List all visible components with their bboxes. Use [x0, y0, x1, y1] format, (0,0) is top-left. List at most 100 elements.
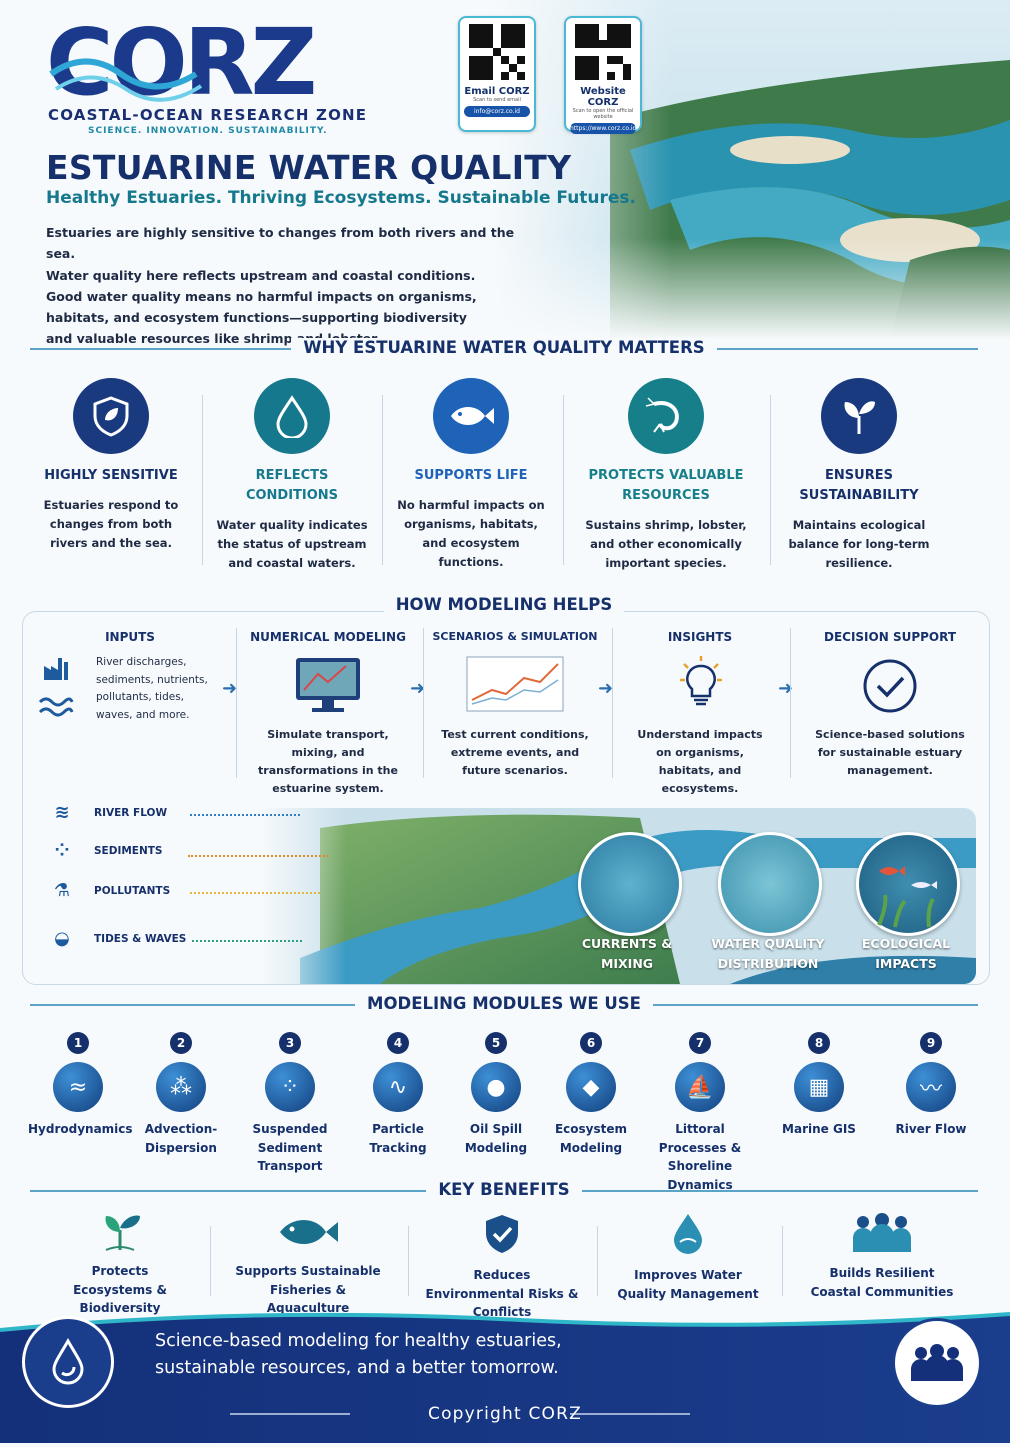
benefit-coastal-communities: Builds Resilient Coastal Communities — [806, 1212, 958, 1301]
why-title: HIGHLY SENSITIVE — [44, 468, 178, 483]
benefit-water-quality: Improves Water Quality Management — [616, 1212, 760, 1303]
helps-section-heading: HOW MODELING HELPS — [30, 595, 978, 615]
benefit-label: Protects Ecosystems & Biodiversity — [73, 1264, 167, 1315]
why-title: PROTECTS VALUABLE RESOURCES — [588, 468, 744, 503]
qr-code-icon — [469, 24, 525, 80]
benefit-label: Supports Sustainable Fisheries & Aquacul… — [235, 1264, 381, 1315]
module-littoral: 7 ⛵ Littoral Processes & Shoreline Dynam… — [640, 1032, 760, 1194]
module-number: 4 — [387, 1032, 409, 1054]
email-link[interactable]: info@corz.co.id — [464, 106, 530, 117]
shrimp-icon — [628, 378, 704, 454]
flask-icon: ⚗ — [53, 880, 71, 901]
module-label: Marine GIS — [782, 1122, 856, 1136]
module-label: Ecosystem Modeling — [554, 1122, 628, 1155]
legend-label: POLLUTANTS — [94, 884, 171, 897]
divider — [210, 1226, 211, 1296]
why-title: SUPPORTS LIFE — [414, 468, 528, 483]
why-title: REFLECTS CONDITIONS — [245, 468, 339, 503]
waves-icon — [38, 696, 74, 722]
step-title: INPUTS — [105, 630, 155, 644]
step-title: NUMERICAL MODELING — [250, 630, 406, 644]
step-desc: Understand impacts on organisms, habitat… — [637, 728, 763, 795]
why-title: ENSURES SUSTAINABILITY — [799, 468, 919, 503]
intro-line: Good water quality means no harmful impa… — [46, 288, 477, 304]
oil-drop-icon: ● — [471, 1062, 521, 1112]
arrow-right-icon: ➜ — [778, 678, 794, 699]
divider — [382, 395, 383, 565]
why-item-ensures-sustainability: ENSURES SUSTAINABILITY Maintains ecologi… — [784, 378, 934, 573]
people-icon — [853, 1213, 911, 1252]
divider — [790, 628, 791, 778]
divider — [202, 395, 203, 565]
why-item-protects-resources: PROTECTS VALUABLE RESOURCES Sustains shr… — [578, 378, 754, 573]
step-title: DECISION SUPPORT — [823, 630, 957, 644]
qr-label: Website CORZ — [580, 86, 626, 108]
dispersion-icon: ⁂ — [156, 1062, 206, 1112]
module-label: Hydrodynamics — [28, 1122, 133, 1136]
module-number: 8 — [808, 1032, 830, 1054]
sediment-icon: ⁘ — [265, 1062, 315, 1112]
email-qr-card[interactable]: Email CORZ Scan to send email info@corz.… — [458, 16, 536, 132]
ecological-impacts-circle — [856, 832, 960, 936]
arrow-right-icon: ➜ — [222, 678, 238, 699]
module-number: 5 — [485, 1032, 507, 1054]
section-title: KEY BENEFITS — [426, 1180, 582, 1199]
website-qr-card[interactable]: Website CORZ Scan to open the official w… — [564, 16, 642, 134]
circle-label: WATER QUALITY DISTRIBUTION — [711, 936, 825, 971]
step-desc: River discharges, sediments, nutrients, … — [96, 656, 208, 721]
step-desc: Simulate transport, mixing, and transfor… — [258, 728, 398, 795]
module-marine-gis: 8 ▦ Marine GIS — [776, 1032, 862, 1139]
module-number: 1 — [67, 1032, 89, 1054]
circle-label: ECOLOGICAL IMPACTS — [861, 936, 951, 971]
module-advection-dispersion: 2 ⁂ Advection-Dispersion — [140, 1032, 222, 1157]
flow-connector — [192, 940, 302, 942]
section-title: MODELING MODULES WE USE — [355, 994, 653, 1013]
module-number: 2 — [170, 1032, 192, 1054]
currents-mixing-circle — [578, 832, 682, 936]
flow-connector — [188, 855, 328, 857]
module-hydrodynamics: 1 ≈ Hydrodynamics — [28, 1032, 133, 1139]
shield-check-icon — [486, 1215, 518, 1253]
module-label: Advection-Dispersion — [144, 1122, 218, 1155]
website-link[interactable]: https://www.corz.co.id — [570, 123, 637, 134]
footer-slogan: Science-based modeling for healthy estua… — [155, 1328, 675, 1382]
why-desc: Estuaries respond to changes from both r… — [43, 498, 179, 550]
why-desc: Water quality indicates the status of up… — [216, 518, 368, 570]
footer-banner — [0, 1306, 1010, 1443]
divider — [236, 628, 237, 778]
water-drop-icon — [674, 1214, 702, 1254]
divider — [423, 628, 424, 778]
module-ecosystem: 6 ◆ Ecosystem Modeling — [550, 1032, 632, 1157]
legend-sediments: ⁘SEDIMENTS — [44, 840, 162, 861]
step-desc: Science-based solutions for sustainable … — [815, 728, 965, 777]
page-title: ESTUARINE WATER QUALITY — [46, 148, 572, 187]
module-label: Suspended Sediment Transport — [252, 1122, 328, 1173]
why-section-heading: WHY ESTUARINE WATER QUALITY MATTERS — [30, 338, 978, 358]
module-label: River Flow — [895, 1122, 967, 1136]
step-desc: Test current conditions, extreme events,… — [441, 728, 589, 777]
legend-pollutants: ⚗ POLLUTANTS — [44, 880, 170, 901]
why-item-reflects-conditions: REFLECTS CONDITIONS Water quality indica… — [216, 378, 368, 573]
module-label: Littoral Processes & Shoreline Dynamics — [658, 1122, 742, 1192]
module-particle-tracking: 4 ∿ Particle Tracking — [358, 1032, 438, 1157]
benefit-reduces-risks: Reduces Environmental Risks & Conflicts — [424, 1212, 580, 1322]
modules-section-heading: MODELING MODULES WE USE — [30, 994, 978, 1014]
divider — [597, 1226, 598, 1296]
sediment-icon: ⁘ — [54, 840, 70, 861]
fish-icon — [877, 866, 937, 928]
shield-leaf-icon — [73, 378, 149, 454]
benefit-protects-ecosystems: Protects Ecosystems & Biodiversity — [50, 1212, 190, 1318]
factory-icon — [42, 654, 72, 687]
circle-label: CURRENTS & MIXING — [581, 936, 673, 971]
community-icon — [892, 1318, 982, 1408]
module-suspended-sediment: 3 ⁘ Suspended Sediment Transport — [244, 1032, 336, 1176]
section-title: WHY ESTUARINE WATER QUALITY MATTERS — [291, 338, 717, 357]
page-subtitle: Healthy Estuaries. Thriving Ecosystems. … — [46, 188, 637, 208]
module-oil-spill: 5 ● Oil Spill Modeling — [456, 1032, 536, 1157]
waves-icon: ≋ — [54, 802, 70, 823]
module-number: 3 — [279, 1032, 301, 1054]
flow-connector — [190, 892, 320, 894]
step-title: INSIGHTS — [667, 630, 733, 644]
module-number: 7 — [689, 1032, 711, 1054]
legend-label: TIDES & WAVES — [94, 932, 187, 945]
